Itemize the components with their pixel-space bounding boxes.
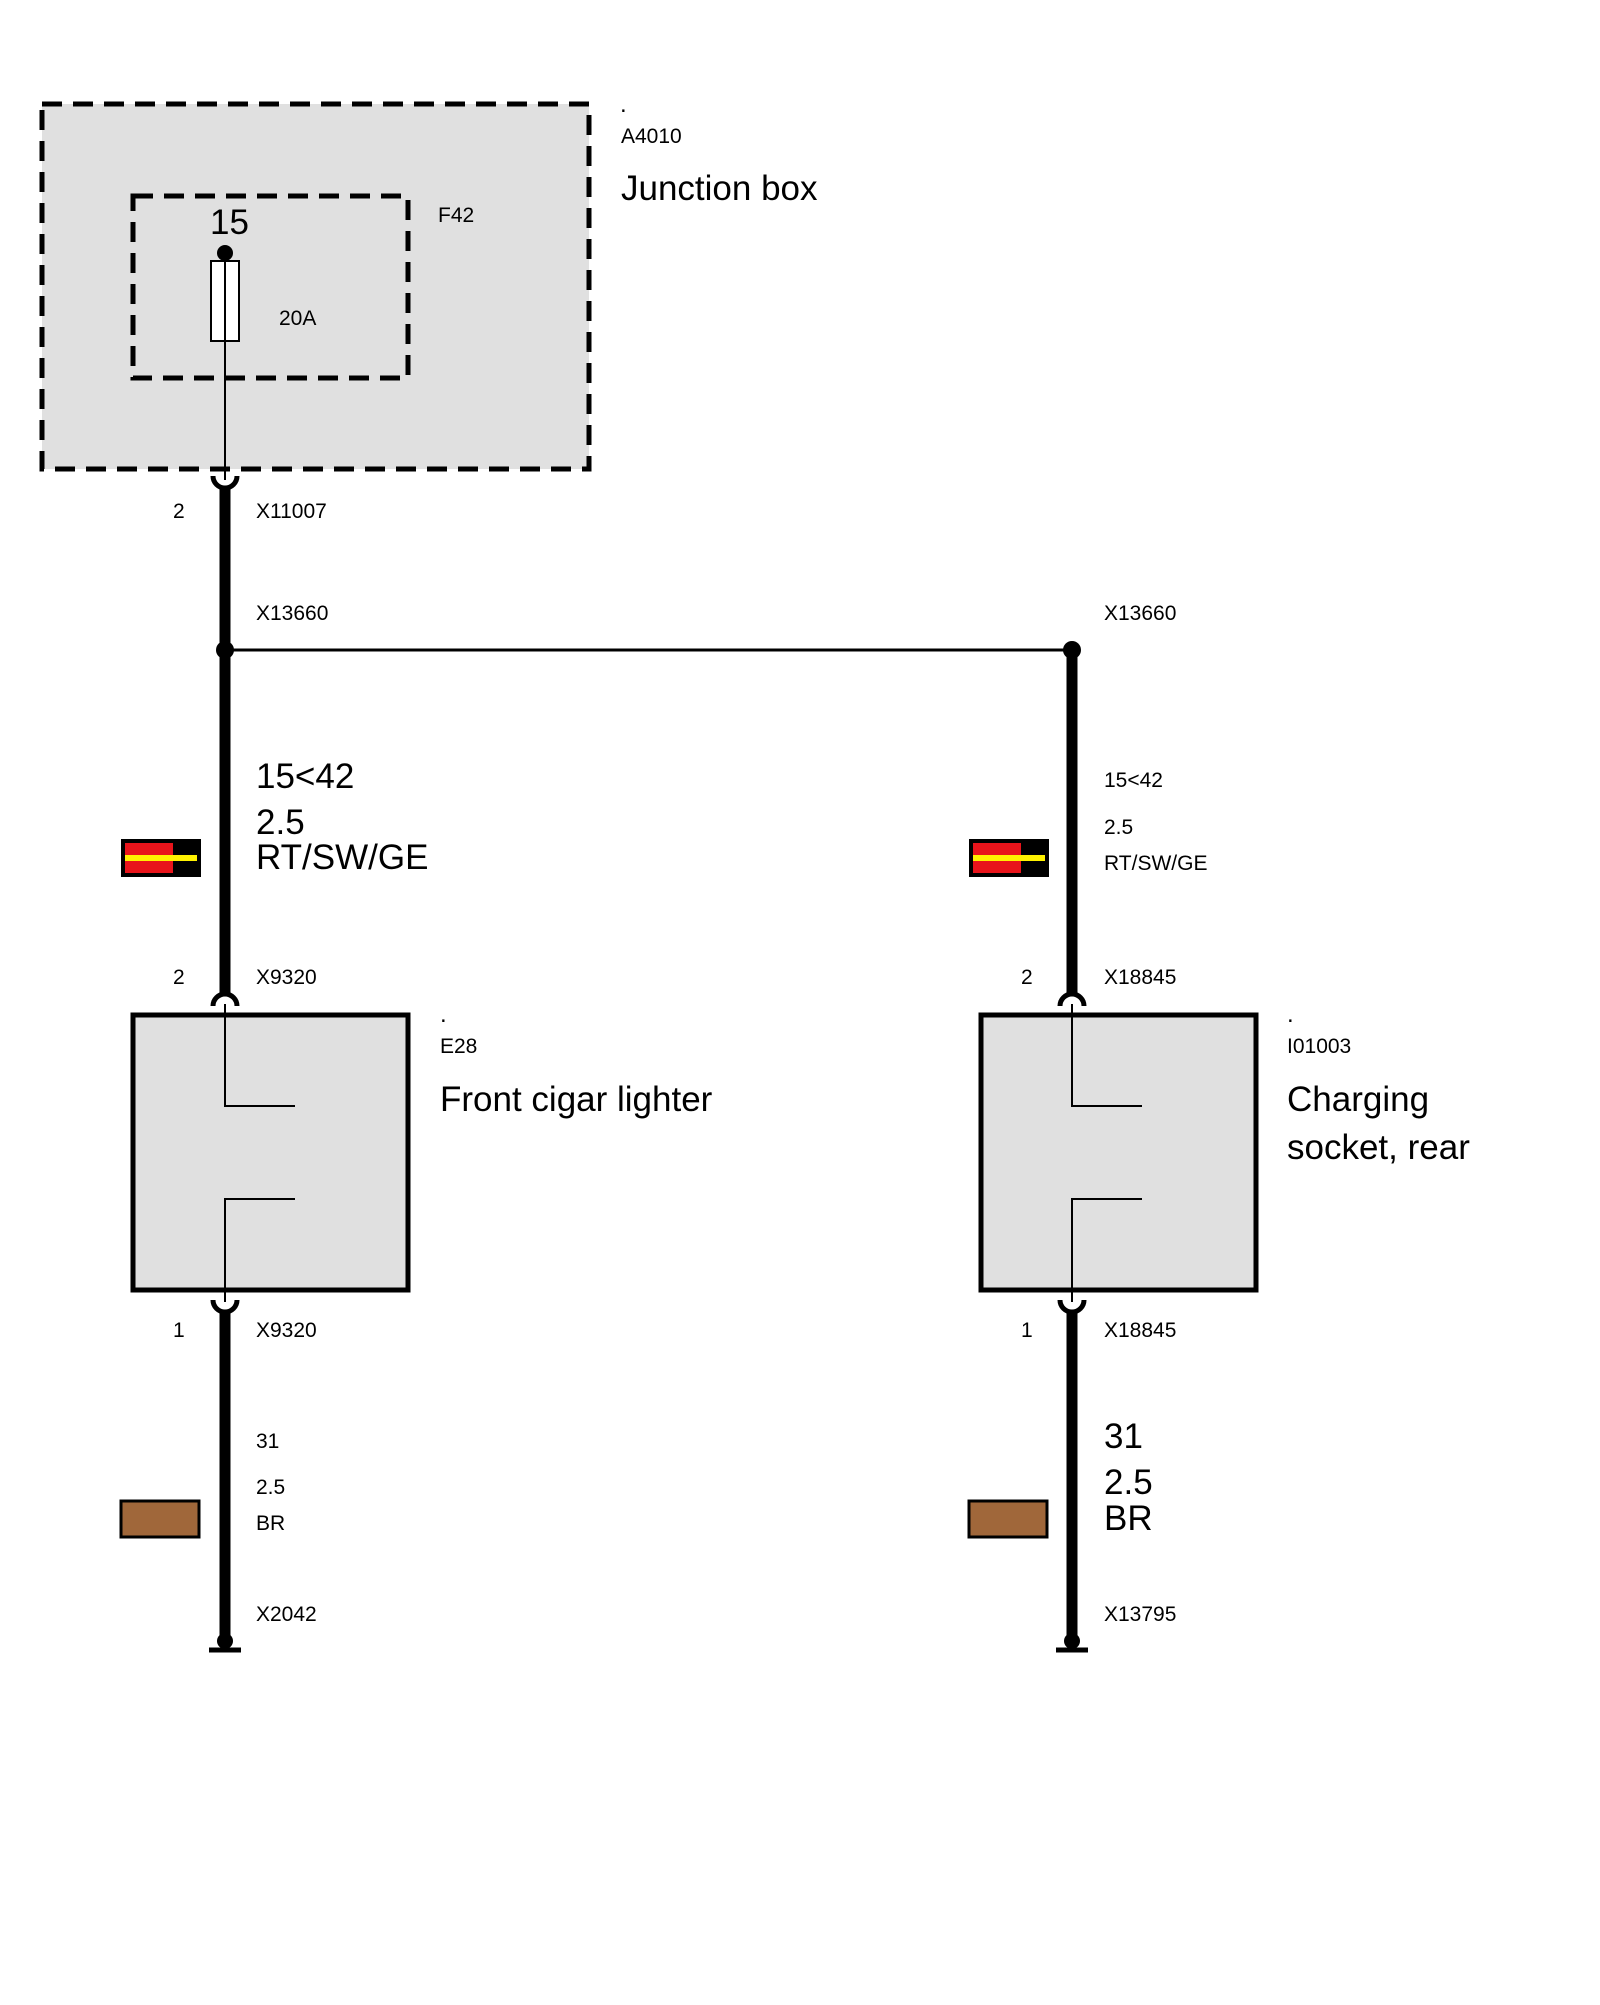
wire-left-top-size: 2.5 [256,803,305,842]
component-front-cigar-lighter [130,1004,411,1302]
junction-box-outline [39,101,592,472]
wire-right-bottom-color: BR [1104,1499,1153,1538]
component-charging-socket-rear [978,1004,1259,1302]
ground-right [1056,1633,1088,1653]
pin-x9320-top: 2 [173,966,185,989]
component-i01003-id: I01003 [1287,1035,1351,1058]
wire-left-bottom-size: 2.5 [256,1476,285,1499]
wire-color-swatch-right-top [969,839,1049,877]
component-e28-dot: . [440,1001,447,1028]
junction-box-id: A4010 [621,125,682,148]
ground-x13795-label: X13795 [1104,1603,1176,1626]
wire-right-bottom-signal: 31 [1104,1417,1143,1456]
wire-right-top-size: 2.5 [1104,816,1133,839]
connector-x9320-bottom-label: X9320 [256,1319,317,1342]
lighter-contact-bottom [224,1198,295,1302]
wire-color-swatch-right-bottom [967,1499,1049,1539]
wire-left-top-color: RT/SW/GE [256,838,428,877]
ground-x2042-label: X2042 [256,1603,317,1626]
junction-box: 15 20A F42 . A4010 Junction box [39,91,818,480]
socket-contact-bottom [1071,1198,1142,1302]
pin-x18845-top: 2 [1021,966,1033,989]
connector-x9320-top-label: X9320 [256,966,317,989]
pin-x11007: 2 [173,500,185,523]
component-i01003-dot: . [1287,1001,1294,1028]
component-i01003-name-line2: socket, rear [1287,1128,1470,1167]
fuse-rating-label: 20A [279,307,316,330]
connector-x18845-top-symbol [1057,991,1087,1007]
connector-x18845-bottom-label: X18845 [1104,1319,1176,1342]
fuse-terminal-label: 15 [210,203,249,242]
component-e28-id: E28 [440,1035,477,1058]
wire-left-bottom-color: BR [256,1512,285,1535]
splice-right-label: X13660 [1104,602,1176,625]
fuse-id-label: F42 [438,204,474,227]
connector-x18845-top-label: X18845 [1104,966,1176,989]
socket-contact-top [1071,1004,1142,1107]
fuse-holder-outline [130,193,411,381]
component-e28-name: Front cigar lighter [440,1080,713,1119]
splice-left-dot [216,641,234,659]
splice-right-dot [1063,641,1081,659]
pin-x9320-bottom: 1 [173,1319,185,1342]
component-i01003-name-line1: Charging [1287,1080,1429,1119]
wire-color-swatch-left-top [121,839,201,877]
junction-box-dot: . [620,91,627,118]
splice-left-label: X13660 [256,602,328,625]
wire-right-bottom-size: 2.5 [1104,1463,1153,1502]
junction-box-name: Junction box [621,169,818,208]
connector-x11007-label: X11007 [256,500,327,523]
connector-x9320-top-symbol [210,991,240,1007]
lighter-contact-top [224,1004,295,1107]
ground-left [209,1633,241,1653]
wire-right-top-color: RT/SW/GE [1104,852,1207,875]
wire-color-swatch-left-bottom [119,1499,201,1539]
wire-right-top-signal: 15<42 [1104,769,1163,792]
wire-left-bottom-signal: 31 [256,1430,279,1453]
wire-left-top-signal: 15<42 [256,757,354,796]
pin-x18845-bottom: 1 [1021,1319,1033,1342]
